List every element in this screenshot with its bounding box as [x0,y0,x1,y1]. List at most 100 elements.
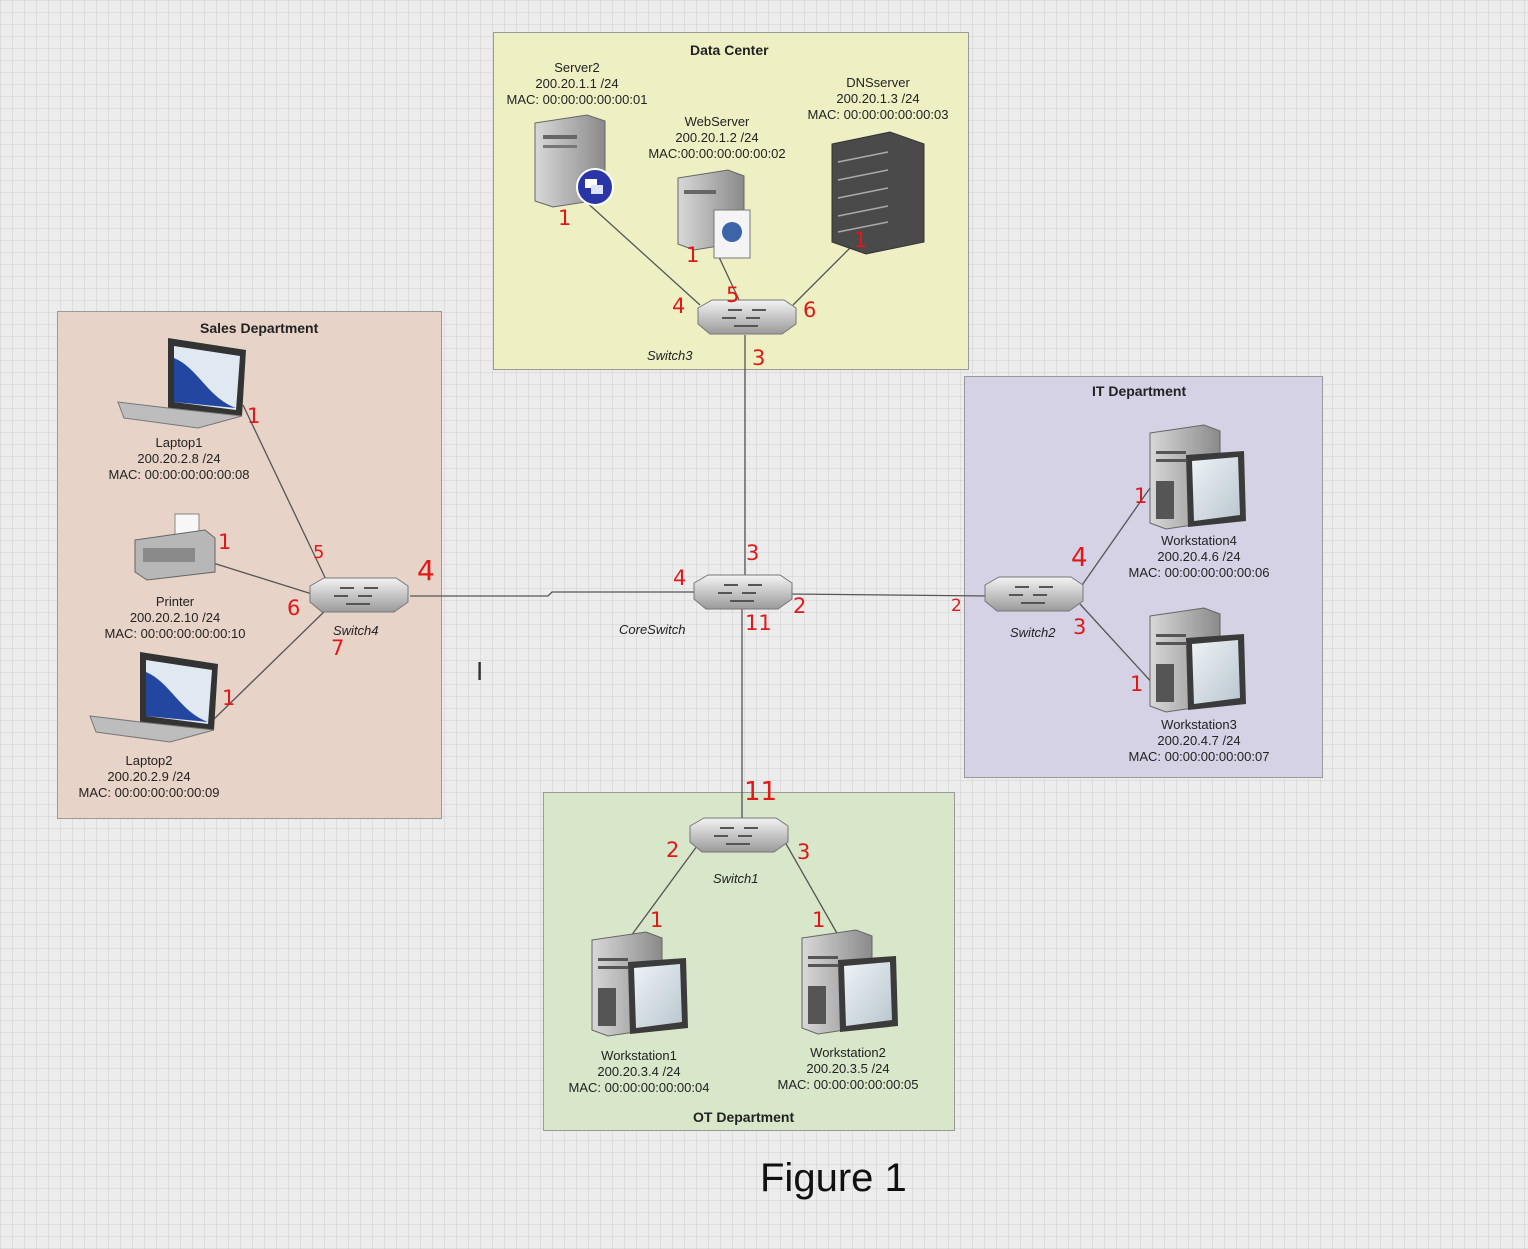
laptop2-label: Laptop2 200.20.2.9 /24 MAC: 00:00:00:00:… [66,753,232,801]
port-mark-sw2-core: 2 [951,596,962,616]
coreswitch-icon [693,574,793,610]
webserver-label: WebServer 200.20.1.2 /24 MAC:00:00:00:00… [637,114,797,162]
workstation1-ip: 200.20.3.4 /24 [597,1064,681,1079]
workstation3-label: Workstation3 200.20.4.7 /24 MAC: 00:00:0… [1116,717,1282,765]
switch2-icon [984,576,1084,612]
port-mark-printer: 1 [218,530,232,554]
laptop2-name: Laptop2 [125,753,173,768]
port-mark-sw3-dns: 6 [803,298,817,322]
port-mark-sw4-laptop1: 5 [313,542,325,563]
port-mark-ws3: 1 [1130,672,1144,696]
webserver-name: WebServer [684,114,750,129]
port-mark-laptop1: 1 [247,404,261,428]
dnsserver-mac: MAC: 00:00:00:00:00:03 [807,107,949,122]
port-mark-dnsserver: 1 [854,228,868,252]
laptop1-mac: MAC: 00:00:00:00:00:08 [108,467,250,482]
port-mark-ws2: 1 [812,908,826,932]
workstation1-label: Workstation1 200.20.3.4 /24 MAC: 00:00:0… [556,1048,722,1096]
link-switch1-workstation2 [784,841,839,936]
ot-department-title: OT Department [693,1109,795,1125]
port-mark-sw4-core: 4 [417,554,435,587]
link-laptop2-switch4 [212,605,331,721]
port-mark-core-sw3: 3 [746,541,760,565]
laptop1-label: Laptop1 200.20.2.8 /24 MAC: 00:00:00:00:… [96,435,262,483]
printer-name: Printer [155,594,195,609]
laptop1-ip: 200.20.2.8 /24 [137,451,221,466]
laptop2-ip: 200.20.2.9 /24 [107,769,191,784]
link-switch4-coreswitch [410,591,700,597]
port-mark-sw4-printer: 6 [287,596,301,620]
dnsserver-label: DNSserver 200.20.1.3 /24 MAC: 00:00:00:0… [796,75,960,123]
webserver-icon [677,169,751,259]
workstation1-mac: MAC: 00:00:00:00:00:04 [568,1080,710,1095]
port-mark-core-sw4: 4 [673,566,687,590]
port-mark-server2: 1 [558,206,572,230]
server2-label: Server2 200.20.1.1 /24 MAC: 00:00:00:00:… [497,60,657,108]
link-coreswitch-switch2 [789,593,989,597]
laptop2-icon [89,652,218,743]
webserver-ip: 200.20.1.2 /24 [675,130,759,145]
switch3-label: Switch3 [647,348,693,363]
sales-department-title: Sales Department [200,320,319,336]
port-mark-sw3-up: 3 [752,346,766,370]
workstation2-icon [801,929,898,1035]
it-department-title: IT Department [1092,383,1187,399]
workstation4-label: Workstation4 200.20.4.6 /24 MAC: 00:00:0… [1116,533,1282,581]
switch2-label: Switch2 [1010,625,1056,640]
workstation3-ip: 200.20.4.7 /24 [1157,733,1241,748]
server2-name: Server2 [554,60,600,75]
printer-label: Printer 200.20.2.10 /24 MAC: 00:00:00:00… [91,594,259,642]
switch4-icon [309,577,409,613]
link-switch2-workstation3 [1079,603,1156,687]
port-mark-ws4: 1 [1134,484,1148,508]
workstation3-name: Workstation3 [1161,717,1237,732]
workstation4-icon [1149,424,1246,530]
laptop1-name: Laptop1 [155,435,203,450]
printer-mac: MAC: 00:00:00:00:00:10 [104,626,246,641]
printer-icon [134,513,216,581]
coreswitch-label: CoreSwitch [619,622,686,637]
port-mark-sw1-ws2: 3 [797,840,811,864]
text-cursor-icon: I [476,656,484,686]
workstation2-mac: MAC: 00:00:00:00:00:05 [777,1077,919,1092]
workstation3-mac: MAC: 00:00:00:00:00:07 [1128,749,1270,764]
port-mark-sw1-ws1: 2 [666,838,680,862]
workstation4-ip: 200.20.4.6 /24 [1157,549,1241,564]
workstation3-icon [1149,607,1246,713]
port-mark-ws1: 1 [650,908,664,932]
link-switch1-workstation1 [627,841,701,941]
server2-icon [534,114,614,208]
link-printer-switch4 [212,562,313,595]
port-mark-laptop2: 1 [222,686,236,710]
link-switch2-workstation4 [1079,487,1151,589]
workstation2-ip: 200.20.3.5 /24 [806,1061,890,1076]
server2-mac: MAC: 00:00:00:00:00:01 [506,92,648,107]
switch3-icon [697,299,797,335]
printer-ip: 200.20.2.10 /24 [129,610,221,625]
port-mark-sw3-server2: 4 [672,294,686,318]
switch1-icon [689,817,789,853]
port-mark-webserver: 1 [686,243,700,267]
server2-ip: 200.20.1.1 /24 [535,76,619,91]
dnsserver-name: DNSserver [846,75,910,90]
port-mark-sw3-web: 5 [726,283,740,307]
port-mark-sw1-core: 11 [744,777,778,807]
workstation4-mac: MAC: 00:00:00:00:00:06 [1128,565,1270,580]
dnsserver-ip: 200.20.1.3 /24 [836,91,920,106]
laptop2-mac: MAC: 00:00:00:00:00:09 [78,785,220,800]
port-mark-sw4-laptop2: 7 [331,636,345,660]
link-laptop1-switch4 [242,404,331,589]
workstation4-name: Workstation4 [1161,533,1237,548]
workstation2-label: Workstation2 200.20.3.5 /24 MAC: 00:00:0… [765,1045,931,1093]
data-center-title: Data Center [690,42,769,58]
switch4-label: Switch4 [333,623,379,638]
port-mark-core-sw1: 11 [745,611,772,635]
dnsserver-icon [831,131,925,255]
port-mark-core-sw2: 2 [793,594,807,618]
laptop1-icon [117,338,246,429]
workstation2-name: Workstation2 [810,1045,886,1060]
figure-caption: Figure 1 [760,1156,907,1200]
workstation1-name: Workstation1 [601,1048,677,1063]
workstation1-icon [591,931,688,1037]
port-mark-sw2-ws3: 3 [1073,615,1087,639]
